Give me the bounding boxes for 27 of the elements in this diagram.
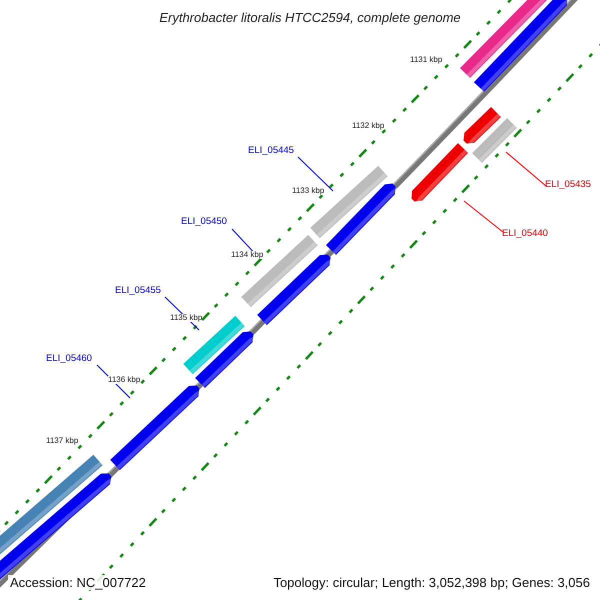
scale-label: 1136 kbp [108, 376, 140, 384]
gene-label: ELI_05460 [46, 354, 92, 364]
gene-label: ELI_05435 [545, 180, 591, 190]
gene-label: ELI_05450 [181, 217, 227, 226]
leader-line [298, 156, 334, 192]
genome-info: Topology: circular; Length: 3,052,398 bp; Genes: 3,056 [273, 576, 590, 589]
scale-label: 1133 kbp [292, 187, 324, 195]
gene-block [110, 386, 202, 470]
scale-label: 1137 kbp [46, 437, 78, 445]
gene-block [326, 184, 398, 255]
scale-label: 1135 kbp [170, 314, 202, 322]
gene-block [310, 166, 388, 238]
scale-label: 1132 kbp [352, 122, 384, 130]
scale-label: 1131 kbp [410, 56, 442, 64]
accession-text: Accession: NC_007722 [8, 575, 148, 590]
gene-block [412, 143, 468, 204]
leader-line [464, 200, 504, 232]
gene-label: ELI_05455 [115, 286, 161, 296]
gene-block [474, 0, 570, 92]
scale-label: 1134 kbp [231, 251, 264, 259]
gene-block [195, 332, 256, 388]
gene-block [472, 118, 517, 163]
gene-label: ELI_05445 [248, 146, 294, 156]
gene-block [464, 107, 501, 146]
leader-line [506, 152, 546, 186]
title: Erythrobacter litoralis HTCC2594, complete genome [158, 11, 462, 24]
gene-label: ELI_05440 [502, 229, 548, 238]
